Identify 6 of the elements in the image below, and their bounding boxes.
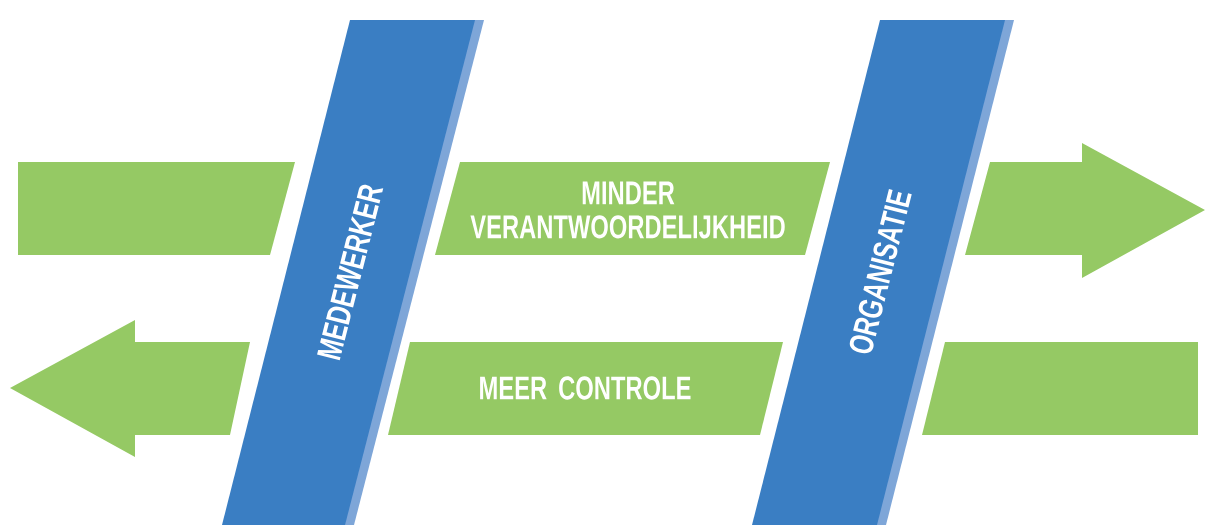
parallelogram <box>922 342 1198 435</box>
arrow-shape <box>965 143 1205 278</box>
arrow-shape <box>10 320 250 457</box>
banner: MINDER VERANTWOORDELIJKHEID <box>435 162 830 255</box>
banner: MEER CONTROLE <box>388 342 783 435</box>
parallelogram <box>18 162 295 255</box>
